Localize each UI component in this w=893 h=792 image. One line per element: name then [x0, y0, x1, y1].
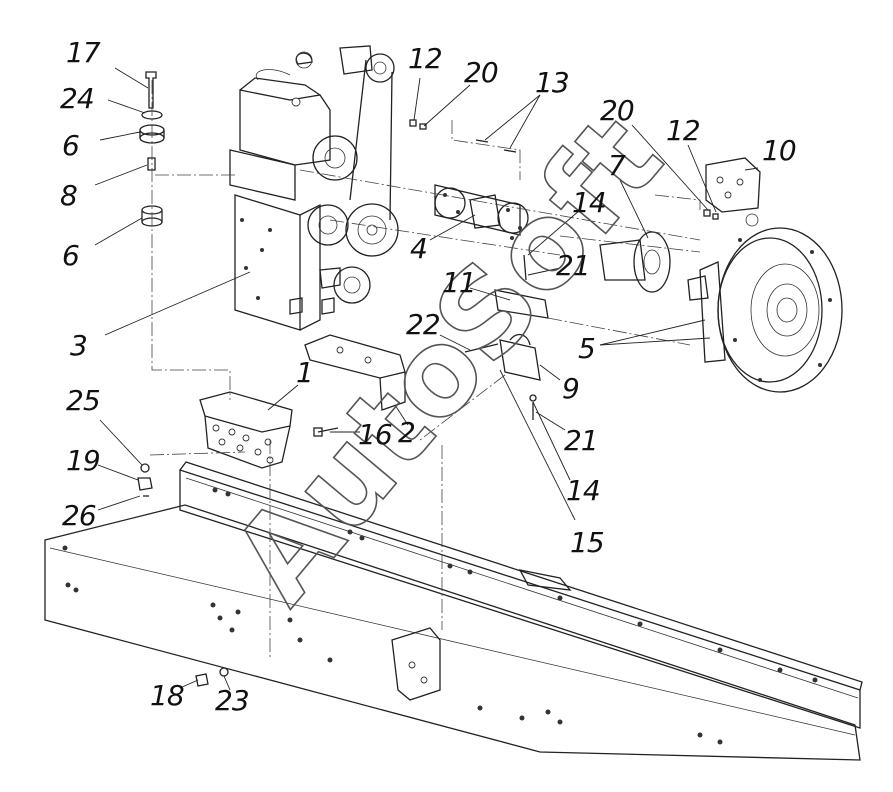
callout-6-upper: 6 — [62, 129, 79, 162]
callout-25: 25 — [66, 384, 100, 417]
callout-26: 26 — [62, 499, 96, 532]
callout-19: 19 — [66, 444, 100, 477]
callout-18: 18 — [150, 679, 184, 712]
callout-5: 5 — [578, 332, 595, 365]
gearbox-housing — [229, 45, 399, 331]
clutch-assembly — [687, 213, 843, 393]
mounting-bracket-10 — [705, 157, 761, 213]
callout-4: 4 — [410, 232, 427, 265]
callout-6-lower: 6 — [62, 239, 79, 272]
leader-lines — [94, 67, 759, 691]
callout-12-upper: 12 — [408, 42, 442, 75]
callout-24: 24 — [60, 82, 94, 115]
frame-mounting-bracket — [391, 569, 572, 701]
callout-20-upper: 20 — [464, 56, 498, 89]
callout-21-upper: 21 — [556, 249, 590, 282]
callout-8: 8 — [60, 179, 77, 212]
callout-16: 16 — [358, 418, 392, 451]
callout-23: 23 — [215, 684, 249, 717]
callout-3: 3 — [70, 329, 87, 362]
callout-17: 17 — [66, 36, 101, 69]
frame-rail-upper — [179, 461, 863, 729]
callout-11: 11 — [442, 266, 476, 299]
callout-14-lower: 14 — [566, 474, 600, 507]
bracket-2 — [304, 334, 406, 411]
callout-7: 7 — [608, 149, 626, 182]
alignment-lines — [149, 80, 701, 660]
callout-9: 9 — [562, 372, 579, 405]
callout-10: 10 — [762, 134, 796, 167]
callout-12-right: 12 — [666, 114, 700, 147]
frame-rail-lower — [44, 504, 861, 761]
callout-1: 1 — [296, 356, 313, 389]
callout-2: 2 — [398, 416, 415, 449]
callouts: 17 24 6 8 6 3 12 20 13 4 20 12 10 7 14 2… — [60, 36, 797, 717]
callout-13: 13 — [535, 66, 569, 99]
callout-22: 22 — [406, 308, 440, 341]
callout-15: 15 — [570, 526, 604, 559]
callout-20-right: 20 — [600, 94, 634, 127]
cardan-shaft — [434, 184, 529, 240]
callout-21-lower: 21 — [564, 424, 598, 457]
bracket-1 — [199, 391, 293, 469]
callout-14-upper: 14 — [572, 186, 606, 219]
